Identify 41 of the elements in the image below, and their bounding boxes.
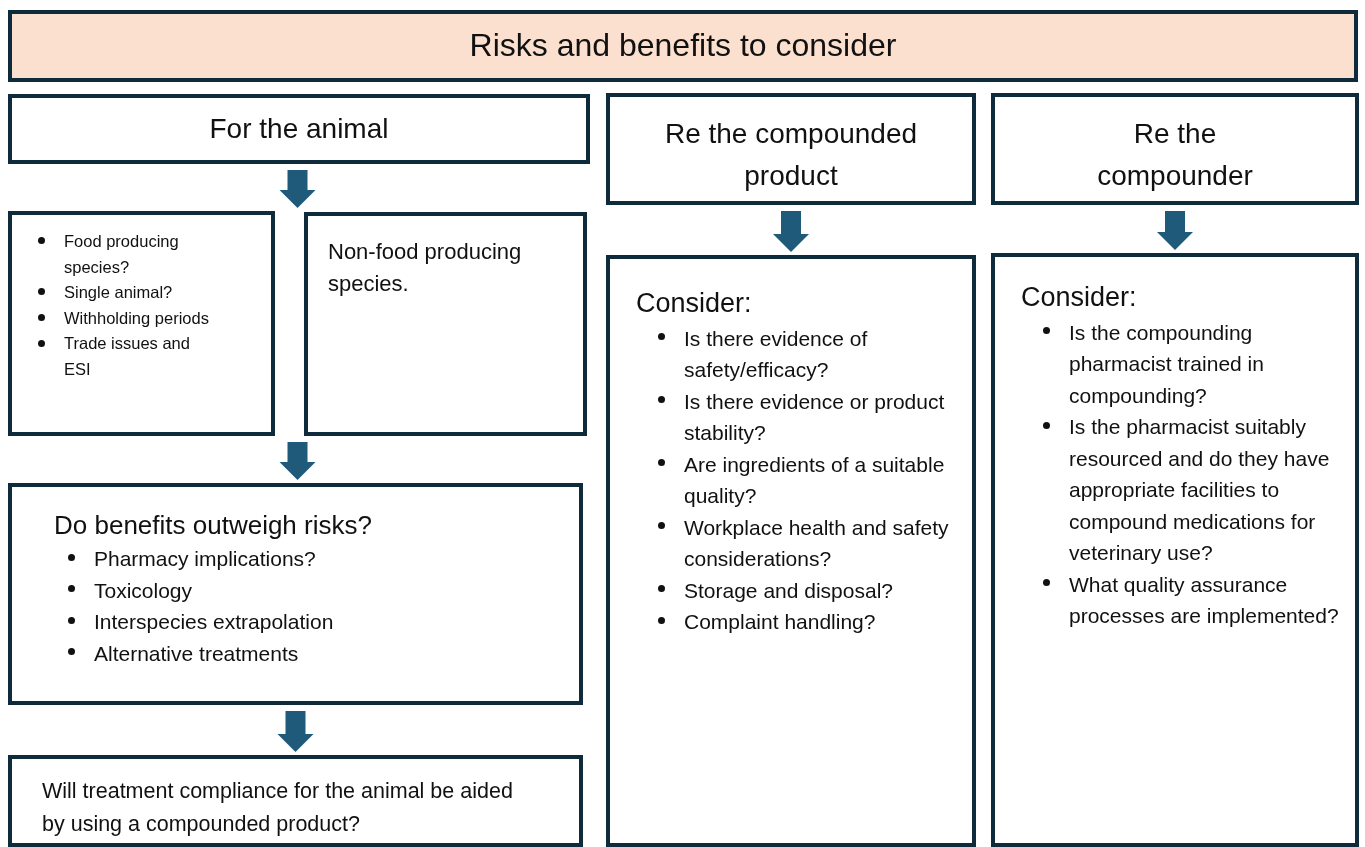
bullet-item: Interspecies extrapolation xyxy=(54,606,569,638)
consider-box xyxy=(606,255,976,847)
bullet-item: Is there evidence or product stability? xyxy=(644,385,966,449)
bullet-item: Are ingredients of a suitable quality? xyxy=(644,448,966,512)
header-box xyxy=(991,93,1359,205)
block-arrow xyxy=(773,211,809,252)
bullet-item: Food producing species? xyxy=(24,229,221,281)
decision-box xyxy=(8,483,583,705)
bullet-item: Storage and disposal? xyxy=(644,574,966,607)
bullet-item: Is the compounding pharmacist trained in compounding? xyxy=(1029,316,1349,412)
block-arrow xyxy=(277,711,314,752)
block-arrow xyxy=(1157,211,1193,250)
bullet-item: Withholding periods xyxy=(24,305,221,332)
box-text: Re the compounder xyxy=(1096,117,1254,193)
heading: Do benefits outweigh risks? xyxy=(54,509,373,542)
bullet-item: Trade issues and ESI xyxy=(24,331,221,383)
block-arrow xyxy=(279,170,316,208)
bullet-item: Pharmacy implications? xyxy=(54,543,569,575)
title-banner xyxy=(8,10,1358,82)
bullet-item: Toxicology xyxy=(54,574,569,607)
question-box xyxy=(8,755,583,847)
header-box xyxy=(8,94,590,164)
box-text: Non-food producing species. xyxy=(328,238,523,298)
box-text: Re the compounded product xyxy=(663,117,919,193)
title-text: Risks and benefits to consider xyxy=(468,26,898,65)
bullet-item: Single animal? xyxy=(24,280,221,306)
bullet-item: Is the pharmacist suitably resourced and do they have appropriate facilities to compound medications for veterinary use? xyxy=(1029,411,1349,569)
bullet-item: Alternative treatments xyxy=(54,637,569,670)
box-text: For the animal xyxy=(208,112,390,146)
consider-box xyxy=(991,253,1359,847)
bullet-item: Complaint handling? xyxy=(644,606,966,638)
box-text: Will treatment compliance for the animal be aided by using a compounded product? xyxy=(42,778,514,839)
bullet-item: What quality assurance processes are implemented? xyxy=(1029,568,1349,632)
list-box xyxy=(8,211,275,436)
bullet-item: Is there evidence of safety/efficacy? xyxy=(644,322,966,386)
text-box xyxy=(304,212,587,436)
heading: Consider: xyxy=(636,287,753,320)
header-box xyxy=(606,93,976,205)
block-arrow xyxy=(279,442,316,480)
heading: Consider: xyxy=(1021,281,1138,314)
bullet-item: Workplace health and safety considerations? xyxy=(644,511,966,575)
